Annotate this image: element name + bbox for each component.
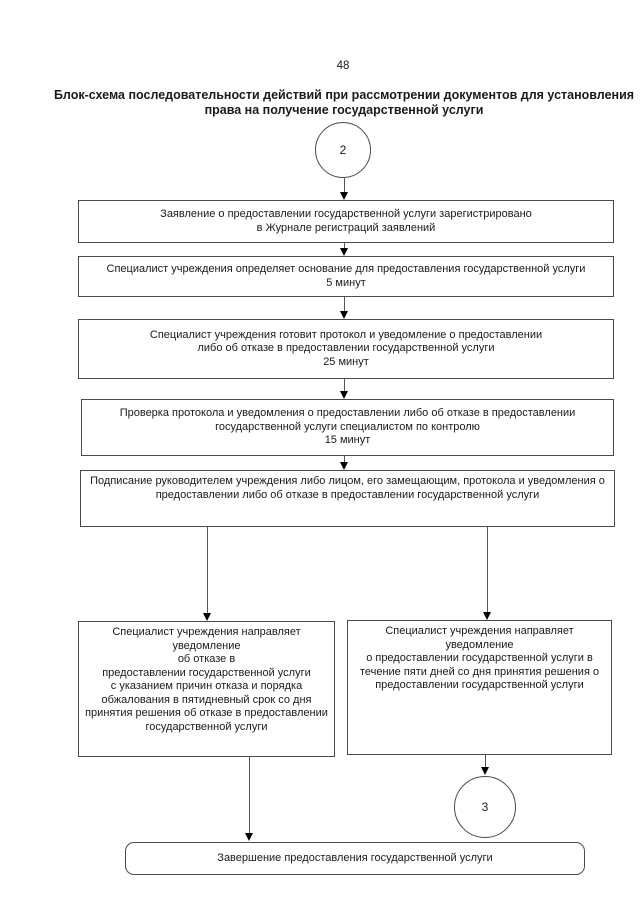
end-connector-circle: 3 xyxy=(454,776,516,838)
flow-box-control-check-text: Проверка протокола и уведомления о предо… xyxy=(119,407,576,447)
flow-box-prepare-protocol: Специалист учреждения готовит протокол и… xyxy=(78,319,614,379)
arrow-down-icon xyxy=(481,767,489,775)
arrow-down-icon xyxy=(483,612,491,620)
flow-box-grant-notice: Специалист учреждения направляет уведомл… xyxy=(347,620,612,755)
arrow-down-icon xyxy=(203,613,211,621)
page-title: Блок-схема последовательности действий п… xyxy=(53,88,635,117)
flow-box-prepare-protocol-text: Специалист учреждения готовит протокол и… xyxy=(149,328,543,368)
arrow-down-icon xyxy=(245,833,253,841)
flow-box-signing-text: Подписание руководителем учреждения либо… xyxy=(90,475,605,501)
flow-box-determine-basis: Специалист учреждения определяет основан… xyxy=(78,256,614,297)
page-number: 48 xyxy=(336,60,350,72)
connector-line xyxy=(344,456,345,464)
connector-line xyxy=(487,527,488,614)
flow-box-completion-text: Завершение предоставления государственно… xyxy=(217,851,493,864)
flow-box-registration: Заявление о предоставлении государственн… xyxy=(78,200,614,243)
connector-line xyxy=(249,757,250,835)
connector-line xyxy=(207,527,208,615)
arrow-down-icon xyxy=(340,311,348,319)
arrow-down-icon xyxy=(340,462,348,470)
arrow-down-icon xyxy=(340,192,348,200)
connector-line xyxy=(344,178,345,193)
connector-line xyxy=(485,755,486,769)
flow-box-control-check: Проверка протокола и уведомления о предо… xyxy=(81,399,614,456)
connector-line xyxy=(344,243,345,250)
start-connector-label: 2 xyxy=(339,143,347,157)
flow-box-completion: Завершение предоставления государственно… xyxy=(125,842,585,875)
end-connector-label: 3 xyxy=(481,800,489,814)
flow-box-determine-basis-text: Специалист учреждения определяет основан… xyxy=(106,263,586,289)
connector-line xyxy=(344,379,345,393)
flow-box-refusal-notice-text: Специалист учреждения направляет уведомл… xyxy=(85,626,328,733)
flow-box-registration-text: Заявление о предоставлении государственн… xyxy=(160,208,532,234)
arrow-down-icon xyxy=(340,248,348,256)
arrow-down-icon xyxy=(340,391,348,399)
flow-box-grant-notice-text: Специалист учреждения направляет уведомл… xyxy=(359,625,600,691)
flow-box-refusal-notice: Специалист учреждения направляет уведомл… xyxy=(78,621,335,757)
connector-line xyxy=(344,297,345,313)
start-connector-circle: 2 xyxy=(315,122,371,178)
flow-box-signing: Подписание руководителем учреждения либо… xyxy=(80,470,615,527)
